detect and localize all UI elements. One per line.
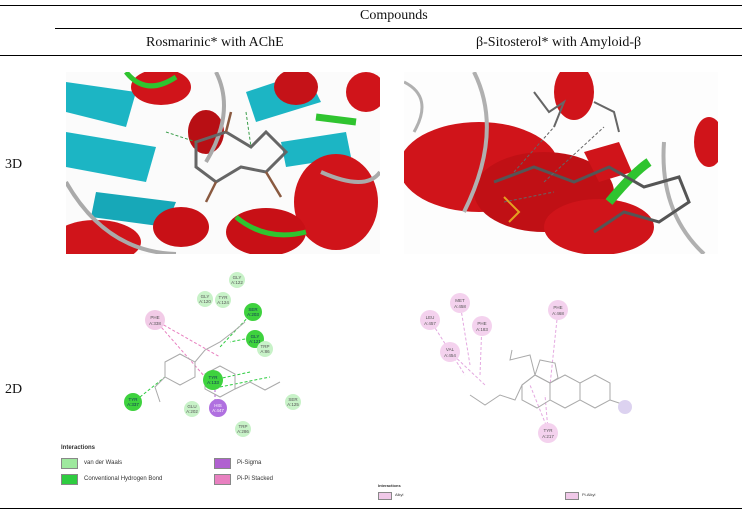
sitosterol-3d-image (404, 72, 718, 254)
svg-text:TYR: TYR (544, 428, 554, 433)
svg-text:A:338: A:338 (149, 321, 161, 326)
legend-label-pipi: Pi-Pi Stacked (237, 476, 274, 482)
svg-text:A:454: A:454 (444, 353, 456, 358)
legend-swatch-alkyl (378, 492, 392, 500)
svg-text:A:286: A:286 (237, 429, 249, 434)
legend-swatch-pisigma (214, 458, 231, 469)
svg-text:A:458: A:458 (454, 304, 466, 309)
row-label-2d: 2D (5, 382, 23, 397)
legend-swatch-pialkyl (565, 492, 579, 500)
svg-text:MET: MET (455, 298, 465, 303)
svg-text:A:120: A:120 (199, 299, 211, 304)
svg-text:A:203: A:203 (247, 312, 259, 317)
svg-text:A:86: A:86 (260, 349, 270, 354)
svg-text:A:125: A:125 (287, 402, 299, 407)
svg-text:A:447: A:447 (212, 408, 224, 413)
svg-text:PHE: PHE (477, 321, 486, 326)
svg-text:TYR: TYR (209, 375, 219, 380)
svg-text:A:457: A:457 (424, 321, 436, 326)
svg-text:SER: SER (288, 397, 298, 402)
svg-text:GLY: GLY (251, 334, 260, 339)
svg-text:TRP: TRP (239, 424, 248, 429)
svg-text:A:337: A:337 (127, 402, 139, 407)
svg-text:HIS: HIS (214, 403, 222, 408)
legend-label-hbond: Conventional Hydrogen Bond (84, 476, 163, 482)
svg-text:A:202: A:202 (186, 409, 198, 414)
svg-text:PHE: PHE (150, 315, 159, 320)
svg-text:GLY: GLY (233, 275, 242, 280)
legend-left-title: Interactions (61, 445, 96, 451)
legend-swatch-pipi (214, 474, 231, 485)
header-bottom-rule (0, 55, 742, 56)
legend-swatch-hbond (61, 474, 78, 485)
svg-text:A:122: A:122 (231, 280, 243, 285)
column-header-rosmarinic: Rosmarinic* with AChE (146, 35, 284, 50)
column-header-sitosterol: β-Sitosterol* with Amyloid-β (476, 35, 642, 50)
svg-text:TYR: TYR (129, 397, 139, 402)
svg-text:LEU: LEU (426, 315, 435, 320)
row-label-3d: 3D (5, 157, 23, 172)
svg-text:TRP: TRP (261, 344, 270, 349)
svg-text:A:183: A:183 (476, 327, 488, 332)
legend-right-title: Interactions (378, 483, 401, 488)
rosmarinic-3d-image (66, 72, 380, 254)
svg-text:A:121: A:121 (249, 339, 261, 344)
legend-label-pialkyl: Pi-Alkyl (582, 492, 596, 497)
legend-label-pisigma: Pi-Sigma (237, 460, 262, 466)
legend-label-alkyl: Alkyl (395, 492, 404, 497)
svg-text:A:217: A:217 (542, 434, 554, 439)
bottom-rule (0, 508, 742, 509)
compounds-header: Compounds (360, 8, 428, 23)
svg-text:TYR: TYR (219, 295, 229, 300)
svg-text:SER: SER (248, 307, 258, 312)
svg-text:A:124: A:124 (217, 300, 229, 305)
svg-text:PHE: PHE (553, 305, 562, 310)
legend-label-vdw: van der Waals (84, 460, 123, 466)
svg-text:GLY: GLY (201, 294, 210, 299)
legend-swatch-vdw (61, 458, 78, 469)
compounds-underline (55, 28, 742, 29)
svg-text:A:468: A:468 (552, 311, 564, 316)
svg-text:VAL: VAL (446, 347, 455, 352)
svg-text:GLU: GLU (187, 404, 196, 409)
top-rule (0, 5, 742, 6)
svg-text:A:133: A:133 (207, 380, 219, 385)
